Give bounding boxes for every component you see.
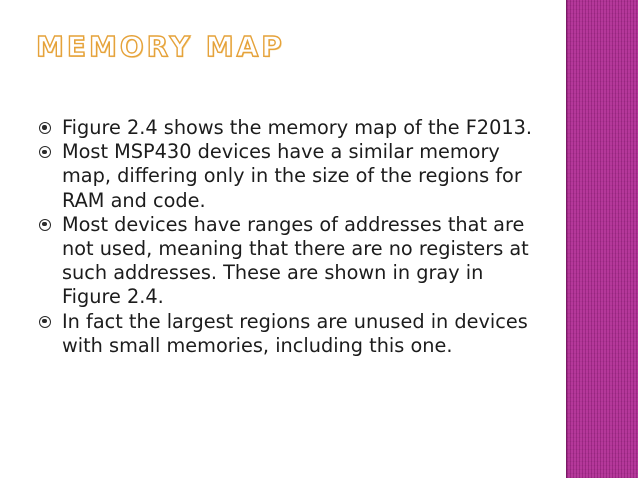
circled-dot-icon bbox=[39, 315, 51, 328]
circled-dot-icon bbox=[39, 146, 51, 159]
bullet-text: Most MSP430 devices have a similar memor… bbox=[62, 140, 522, 212]
bullet-list: Figure 2.4 shows the memory map of the F… bbox=[38, 116, 538, 358]
bullet-text: Figure 2.4 shows the memory map of the F… bbox=[62, 116, 532, 139]
bullet-item: In fact the largest regions are unused i… bbox=[38, 310, 538, 358]
decorative-side-strip bbox=[566, 0, 638, 478]
bullet-item: Most MSP430 devices have a similar memor… bbox=[38, 140, 538, 213]
bullet-item: Figure 2.4 shows the memory map of the F… bbox=[38, 116, 538, 140]
circled-dot-icon bbox=[39, 218, 51, 231]
bullet-text: Most devices have ranges of addresses th… bbox=[62, 212, 529, 309]
bullet-text: In fact the largest regions are unused i… bbox=[62, 309, 528, 357]
slide-title: MEMORY MAP bbox=[35, 29, 285, 63]
circled-dot-icon bbox=[39, 122, 51, 134]
bullet-item: Most devices have ranges of addresses th… bbox=[38, 213, 538, 310]
